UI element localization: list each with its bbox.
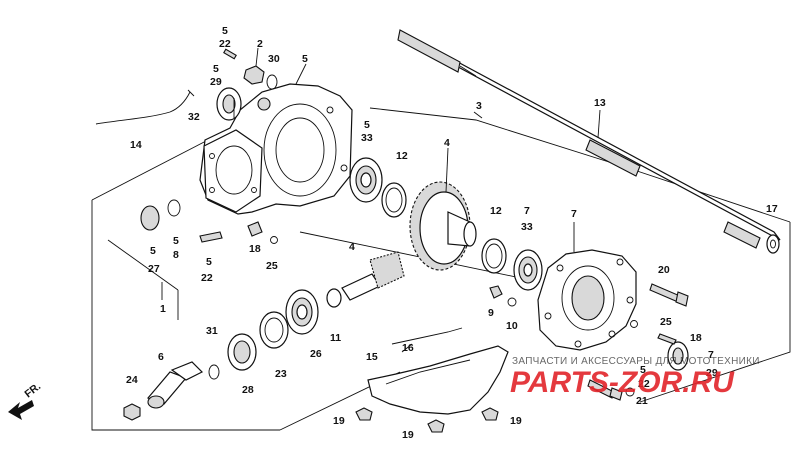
callout-23: 23: [275, 368, 287, 380]
washer-25-left: [270, 236, 278, 244]
callout-18-a: 18: [249, 243, 261, 255]
ring-gear: [409, 181, 477, 271]
axle-washer-17: [766, 234, 780, 254]
callout-5-b: 5: [302, 53, 308, 65]
callout-5-d: 5: [364, 119, 370, 131]
callout-12-a: 12: [396, 150, 408, 162]
callout-22-b: 22: [201, 272, 213, 284]
callout-4-b: 4: [349, 241, 355, 253]
callout-7-a: 7: [524, 205, 530, 217]
breather-tube: [95, 89, 195, 125]
callout-19-c: 19: [510, 415, 522, 427]
callout-8: 8: [173, 249, 179, 261]
front-direction-arrow: [8, 400, 34, 420]
callout-30: 30: [268, 53, 280, 65]
watermark-tagline: ЗАПЧАСТИ И АКСЕССУАРЫ ДЛЯ МОТОТЕХНИКИ: [512, 356, 760, 367]
callout-11: 11: [330, 332, 341, 344]
rear-axle-shaft: [397, 29, 781, 249]
callout-15: 15: [366, 351, 378, 363]
callout-33-b: 33: [521, 221, 533, 233]
callout-6: 6: [158, 351, 164, 363]
callout-21: 21: [636, 395, 648, 407]
callout-3: 3: [476, 100, 482, 112]
bolt-18-right: [657, 333, 677, 345]
callout-24: 24: [126, 374, 138, 386]
shim-12-a: [381, 182, 407, 218]
bearing-33: [349, 157, 383, 203]
callout-labels: 5 22 2 30 5 5 29 32 14 3 13 5 33 4 12 12…: [126, 25, 778, 441]
callout-25-a: 25: [266, 260, 278, 272]
oring-31: [208, 364, 220, 380]
callout-29-a: 29: [210, 76, 222, 88]
callout-13: 13: [594, 97, 606, 109]
clip-8: [167, 199, 181, 217]
callout-19-a: 19: [333, 415, 345, 427]
oring-30: [266, 74, 278, 90]
bolt-22-bottom: [587, 379, 623, 401]
callout-29-b: 29: [706, 367, 718, 379]
bearing-33-right: [513, 249, 543, 291]
final-gear-case: [199, 83, 353, 215]
callout-7-b: 7: [571, 208, 577, 220]
bolt-22-top: [223, 48, 237, 60]
washer-25-right: [630, 320, 638, 328]
callout-10: 10: [506, 320, 518, 332]
callout-22-a: 22: [219, 38, 231, 50]
stud-22-left: [199, 231, 223, 243]
shim-12-b: [481, 238, 507, 274]
bolt-20: [649, 283, 689, 307]
screw-19-set: [355, 407, 499, 433]
callout-25-b: 25: [660, 316, 672, 328]
callout-7-c: 7: [708, 349, 714, 361]
callout-31: 31: [206, 325, 218, 337]
part-23: [259, 311, 289, 349]
callout-12-b: 12: [490, 205, 502, 217]
callout-22-c: 22: [638, 378, 650, 390]
callout-26: 26: [310, 348, 322, 360]
leader-lines: [161, 47, 601, 353]
callout-4-a: 4: [444, 137, 450, 149]
callout-5-h: 5: [640, 364, 646, 376]
seal-27: [140, 205, 160, 231]
bolt-9: [489, 285, 503, 299]
callout-9: 9: [488, 307, 494, 319]
callout-5-g: 5: [206, 256, 212, 268]
callout-5-e: 5: [150, 245, 156, 257]
nut-2: [243, 65, 265, 85]
part-11: [326, 288, 342, 308]
callout-16: 16: [402, 342, 414, 354]
pinion-gear: [341, 251, 405, 301]
skid-plate: [367, 327, 509, 415]
callout-5-c: 5: [213, 63, 219, 75]
callout-27: 27: [148, 263, 160, 275]
nut-24: [123, 403, 141, 421]
callout-17: 17: [766, 203, 778, 215]
callout-32: 32: [188, 111, 200, 123]
callout-20: 20: [658, 264, 670, 276]
callout-2: 2: [257, 38, 263, 50]
callout-18-b: 18: [690, 332, 702, 344]
washer-21: [625, 387, 635, 397]
callout-14: 14: [130, 139, 142, 151]
callout-28: 28: [242, 384, 254, 396]
callout-33-a: 33: [361, 132, 373, 144]
oil-seal-29: [216, 87, 242, 121]
washer-10: [507, 297, 517, 307]
callout-5-f: 5: [173, 235, 179, 247]
front-direction-label: FR.: [22, 380, 43, 400]
callout-1: 1: [160, 303, 166, 315]
part-28: [227, 333, 257, 371]
joint-sleeve-6: [146, 361, 204, 409]
watermark-logo: PARTS-ZOR.RU: [510, 366, 735, 399]
callout-5-a: 5: [222, 25, 228, 37]
bearing-26: [285, 289, 319, 335]
oil-seal-29-b: [667, 341, 689, 371]
gear-case-cover: [537, 249, 637, 351]
bolt-18-left: [247, 221, 263, 237]
callout-19-b: 19: [402, 429, 414, 441]
